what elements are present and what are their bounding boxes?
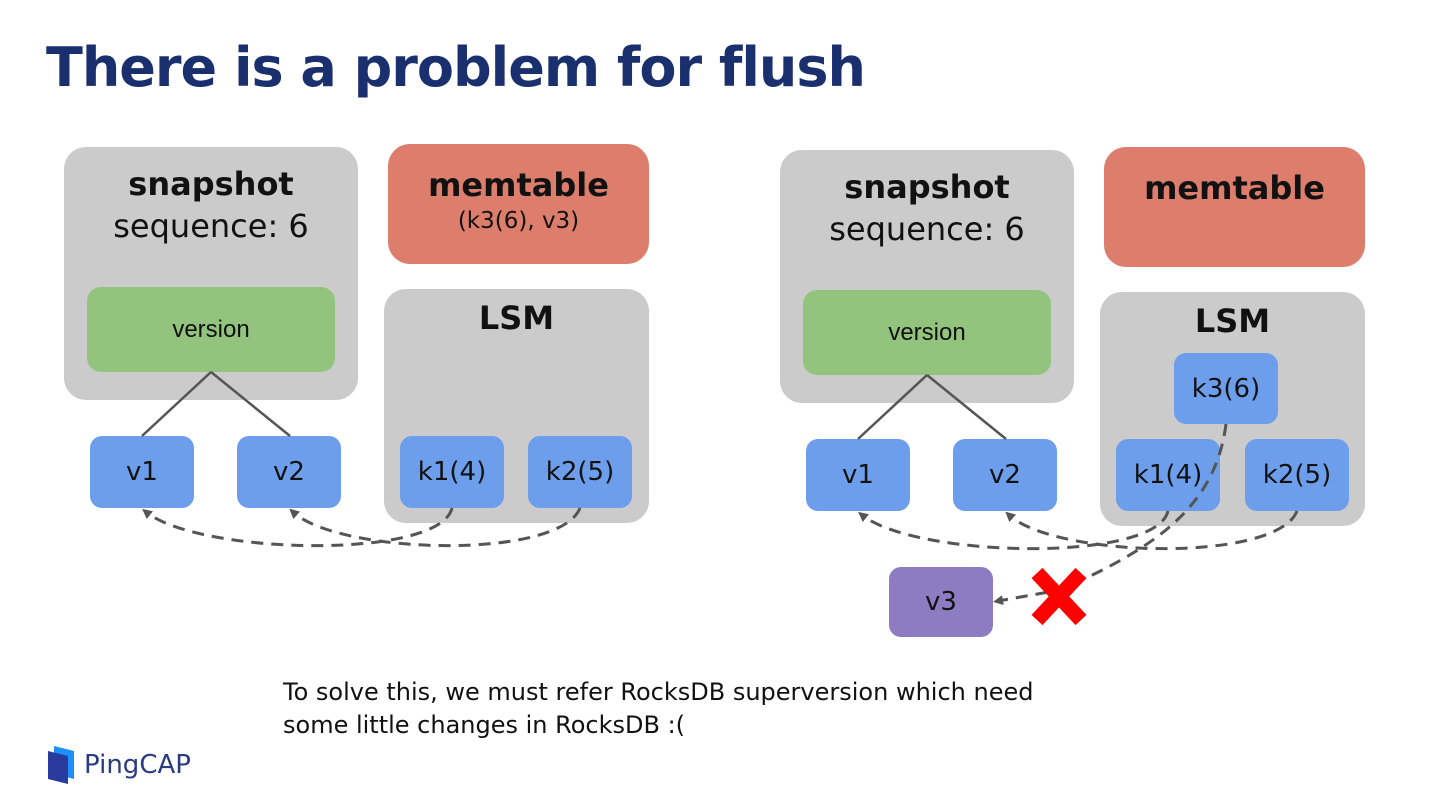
brand-name: PingCAP [84,750,191,780]
right-value-v1: v1 [806,439,910,511]
left-sequence-label: sequence: 6 [113,207,309,245]
left-memtable-box: memtable (k3(6), v3) [388,144,649,264]
right-memtable-label: memtable [1144,169,1325,207]
broken-link-cross-icon [1031,567,1087,626]
footer-note-line-2: some little changes in RocksDB :( [283,711,686,739]
left-arrow-k1-to-v1 [142,507,454,548]
left-tree-edge-v2 [210,371,291,437]
right-arrow-k2-to-v2 [1005,510,1299,551]
right-tree-edge-v2 [926,374,1007,440]
right-key-k3: k3(6) [1174,353,1278,424]
left-lsm-label: LSM [478,299,555,337]
left-value-v1: v1 [90,436,194,508]
right-arrow-k3-to-v3 [993,423,1228,606]
footer-note: To solve this, we must refer RocksDB sup… [283,676,1033,742]
left-key-k2: k2(5) [528,436,632,508]
left-memtable-label: memtable [428,166,609,204]
left-tree-edge-v1 [141,371,212,437]
right-value-v2: v2 [953,439,1057,511]
pingcap-logo-icon [48,746,74,784]
right-snapshot-label: snapshot [844,168,1010,206]
footer-note-line-1: To solve this, we must refer RocksDB sup… [283,678,1034,706]
right-key-k2: k2(5) [1245,439,1349,511]
right-memtable-box: memtable [1104,147,1365,267]
left-memtable-entry: (k3(6), v3) [457,208,580,234]
right-value-v3: v3 [889,567,993,637]
left-arrow-k2-to-v2 [289,507,582,548]
right-tree-edge-v1 [857,374,928,440]
right-arrow-k1-to-v1 [858,510,1170,551]
left-value-v2: v2 [237,436,341,508]
right-lsm-label: LSM [1194,302,1271,340]
right-version-node: version [803,290,1051,375]
right-key-k1: k1(4) [1116,439,1220,511]
slide-title: There is a problem for flush [46,36,866,99]
left-snapshot-label: snapshot [128,165,294,203]
left-key-k1: k1(4) [400,436,504,508]
brand-logo: PingCAP [48,746,191,784]
right-sequence-label: sequence: 6 [829,210,1025,248]
left-version-node: version [87,287,335,372]
